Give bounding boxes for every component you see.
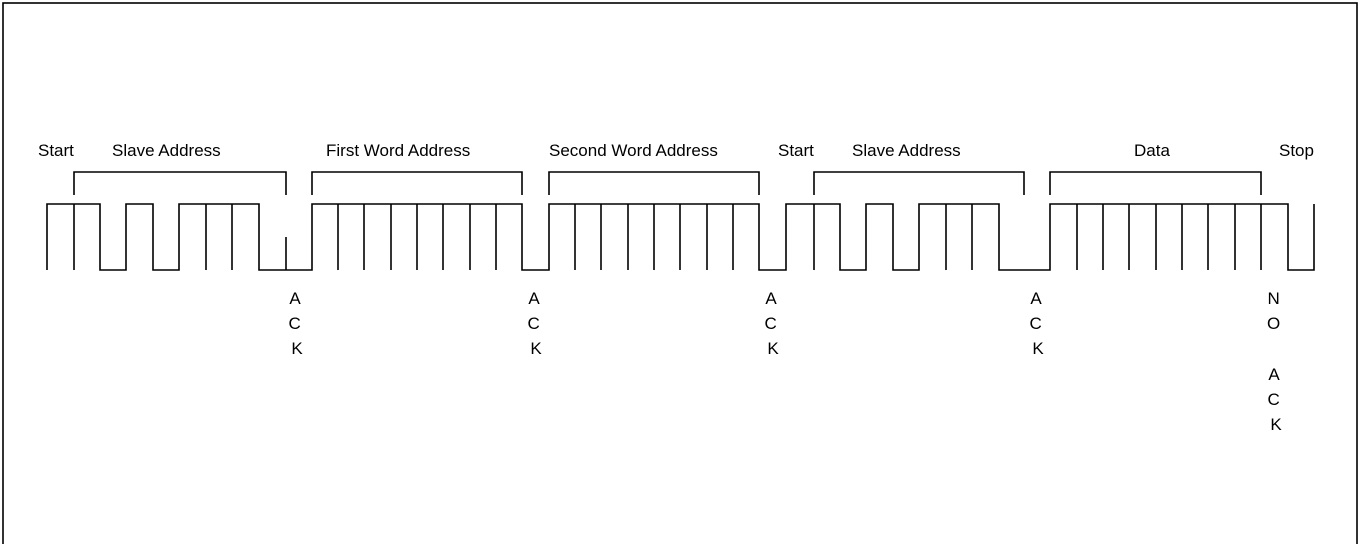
label-data: Data: [1134, 141, 1170, 160]
label-start-1: Start: [38, 141, 74, 160]
bracket-slave-address-2: [813, 171, 1025, 195]
bracket-slave-address-1: [73, 171, 287, 195]
label-second-word-address: Second Word Address: [549, 141, 718, 160]
waveform-line: [46, 203, 1315, 271]
ack-label-2: A C K: [527, 289, 544, 358]
label-first-word-address: First Word Address: [326, 141, 470, 160]
brackets: [73, 171, 1262, 195]
label-start-2: Start: [778, 141, 814, 160]
ack-label-3: A C K: [764, 289, 781, 358]
label-slave-address-1: Slave Address: [112, 141, 221, 160]
no-ack-label: N O A C K: [1267, 289, 1285, 434]
sda-waveform: [46, 203, 1315, 271]
bit-dividers: [73, 204, 1262, 270]
bracket-data: [1049, 171, 1262, 195]
section-labels: Start Slave Address First Word Address S…: [38, 141, 1314, 160]
label-stop: Stop: [1279, 141, 1314, 160]
ack-label-4: A C K: [1029, 289, 1046, 358]
bracket-second-word-address: [548, 171, 760, 195]
label-slave-address-2: Slave Address: [852, 141, 961, 160]
ack-label-1: A C K: [288, 289, 305, 358]
bracket-first-word-address: [311, 171, 523, 195]
ack-labels: A C K A C K A C K A C K N O A C K: [288, 289, 1285, 434]
